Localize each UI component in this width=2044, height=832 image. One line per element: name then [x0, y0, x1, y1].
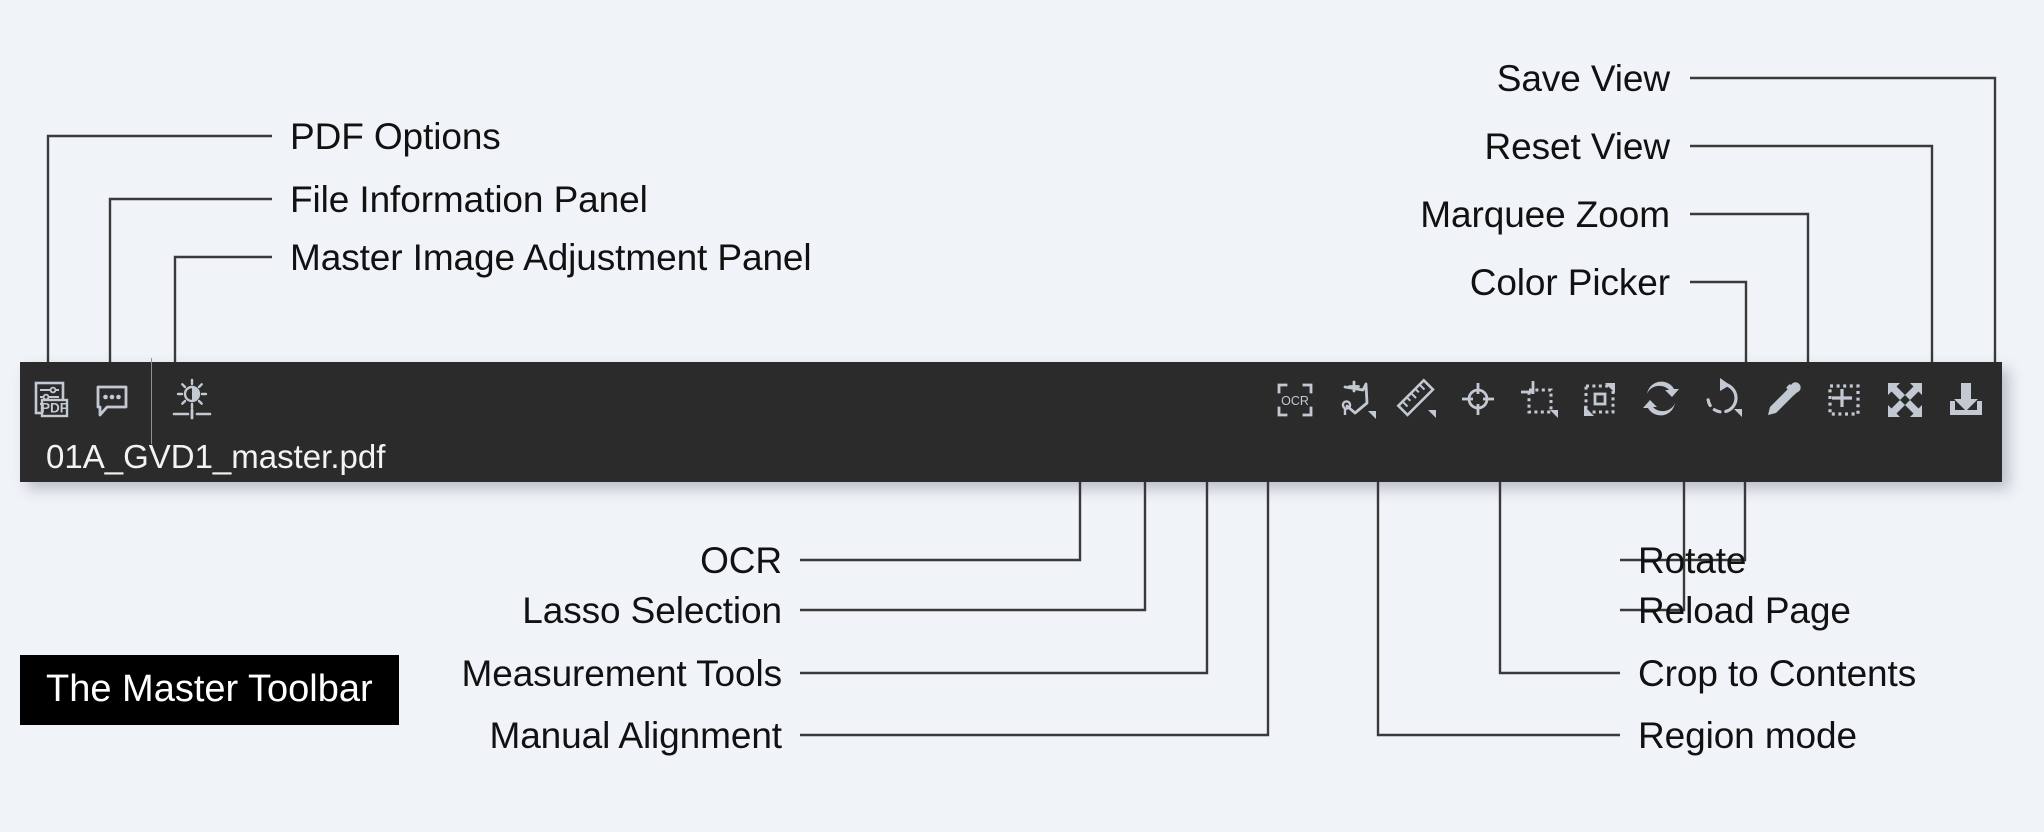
callout-label-measurement-tools: Measurement Tools — [461, 653, 783, 694]
region-crop-icon — [1516, 377, 1562, 423]
comment-dots-icon — [90, 378, 134, 422]
marquee-zoom-button[interactable] — [1813, 362, 1874, 438]
svg-text:OCR: OCR — [1281, 394, 1309, 408]
callout-label-reload-page: Reload Page — [1638, 590, 1851, 631]
leader-measurement-tools — [800, 456, 1209, 675]
master-image-adjustment-panel-button[interactable] — [161, 362, 222, 438]
callout-label-lasso-selection: Lasso Selection — [522, 590, 782, 631]
callout-label-master-image-adjustment-panel: Master Image Adjustment Panel — [290, 237, 812, 278]
rotate-button[interactable] — [1691, 362, 1752, 438]
leader-region-mode — [1376, 456, 1620, 737]
manual-alignment-button[interactable] — [1447, 362, 1508, 438]
file-information-panel-button[interactable] — [81, 362, 142, 438]
toolbar-right-group: OCR — [1264, 362, 1996, 438]
callout-label-marquee-zoom: Marquee Zoom — [1420, 194, 1670, 235]
toolbar-separator — [151, 358, 152, 444]
master-toolbar: PDF — [20, 358, 2002, 482]
crop-to-contents-icon — [1577, 377, 1623, 423]
callout-label-pdf-options: PDF Options — [290, 116, 501, 157]
callout-label-reset-view: Reset View — [1484, 126, 1671, 167]
callout-label-rotate: Rotate — [1638, 540, 1747, 581]
ocr-icon: OCR — [1273, 378, 1317, 422]
leader-save-view — [1690, 76, 1997, 392]
reset-view-button[interactable] — [1874, 362, 1935, 438]
eyedropper-icon — [1760, 377, 1806, 423]
callout-label-save-view: Save View — [1496, 58, 1670, 99]
rotate-icon — [1698, 376, 1746, 424]
svg-text:PDF: PDF — [41, 401, 68, 416]
pdf-options-icon: PDF — [29, 378, 73, 422]
toolbar-left-group: PDF — [20, 358, 222, 444]
callout-label-ocr: OCR — [700, 540, 782, 581]
save-download-icon — [1943, 377, 1989, 423]
color-picker-button[interactable] — [1752, 362, 1813, 438]
marquee-zoom-icon — [1821, 377, 1867, 423]
ruler-icon — [1394, 377, 1440, 423]
ocr-button[interactable]: OCR — [1264, 362, 1325, 438]
crosshair-target-icon — [1455, 377, 1501, 423]
callout-label-color-picker: Color Picker — [1469, 262, 1670, 303]
leader-reset-view — [1690, 144, 1934, 392]
crop-to-contents-button[interactable] — [1569, 362, 1630, 438]
lasso-plus-icon — [1333, 377, 1379, 423]
region-mode-button[interactable] — [1508, 362, 1569, 438]
save-view-button[interactable] — [1935, 362, 1996, 438]
leader-manual-alignment — [800, 456, 1270, 737]
callout-label-manual-alignment: Manual Alignment — [489, 715, 782, 756]
four-way-arrows-icon — [1881, 376, 1929, 424]
leader-pdf-options — [46, 134, 272, 392]
diagram-title-badge: The Master Toolbar — [20, 655, 399, 725]
leader-crop-to-contents — [1498, 456, 1620, 675]
reload-page-button[interactable] — [1630, 362, 1691, 438]
callout-label-file-information-panel: File Information Panel — [290, 179, 648, 220]
reload-arrows-icon — [1638, 377, 1684, 423]
lasso-selection-button[interactable] — [1325, 362, 1386, 438]
pdf-options-button[interactable]: PDF — [20, 362, 81, 438]
callout-label-region-mode: Region mode — [1638, 715, 1857, 756]
callout-label-crop-to-contents: Crop to Contents — [1638, 653, 1917, 694]
brightness-slider-icon — [167, 375, 217, 425]
filename-label: 01A_GVD1_master.pdf — [46, 438, 386, 475]
measurement-tools-button[interactable] — [1386, 362, 1447, 438]
